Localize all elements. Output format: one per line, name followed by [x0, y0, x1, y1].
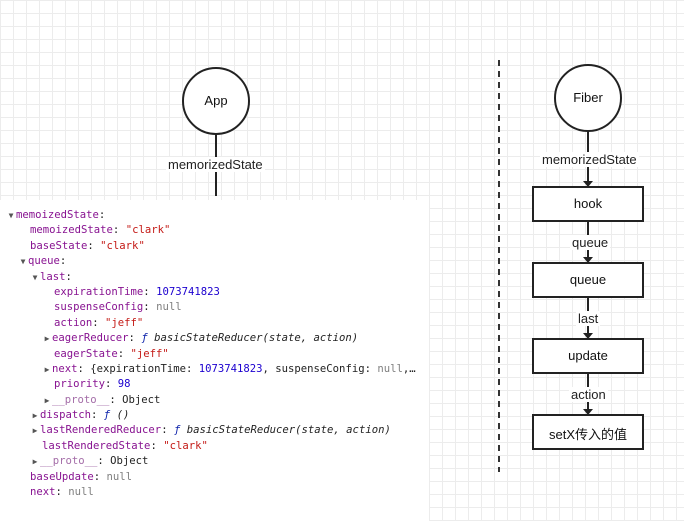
collapsed-triangle-icon[interactable]: ▶: [32, 411, 38, 421]
app-edge-label: memorizedState: [166, 157, 265, 172]
tree-row-proto-inner[interactable]: ▶__proto__: Object: [0, 393, 429, 408]
tree-row-baseupdate: baseUpdate: null: [30, 470, 133, 483]
tree-row-next: next: null: [30, 486, 94, 499]
update-box-label: update: [568, 348, 608, 363]
arrowhead-hook: [583, 181, 593, 187]
hook-box: [532, 186, 644, 222]
tree-row-eagerstate: eagerState: "jeff": [54, 347, 169, 360]
tree-row-basestate: baseState: "clark": [30, 239, 145, 252]
update-box: [532, 338, 644, 374]
arrowhead-value: [583, 409, 593, 415]
collapsed-triangle-icon[interactable]: ▶: [44, 334, 50, 344]
tree-row-memoizedstate: memoizedState: "clark": [30, 224, 171, 237]
queue-box: [532, 262, 644, 298]
collapsed-triangle-icon[interactable]: ▶: [32, 457, 38, 467]
tree-row-lastrenderedstate: lastRenderedState: "clark": [42, 439, 208, 452]
collapsed-triangle-icon[interactable]: ▶: [44, 395, 50, 405]
tree-row-last[interactable]: ▼last:: [0, 270, 429, 285]
edge-label-action: action: [569, 387, 608, 402]
arrowhead-queue: [583, 257, 593, 263]
tree-row-priority: priority: 98: [54, 378, 131, 391]
tree-row-lastrenderedreducer[interactable]: ▶lastRenderedReducer: ƒ basicStateReduce…: [0, 423, 429, 438]
fiber-node-label: Fiber: [573, 90, 603, 105]
tree-row-next-preview[interactable]: ▶next: {expirationTime: 1073741823, susp…: [0, 362, 429, 377]
tree-row-eagerreducer[interactable]: ▶eagerReducer: ƒ basicStateReducer(state…: [0, 331, 429, 346]
collapsed-triangle-icon[interactable]: ▶: [32, 426, 38, 436]
devtools-object-inspector: ▼memoizedState: memoizedState: "clark" b…: [0, 200, 429, 521]
collapsed-triangle-icon[interactable]: ▶: [44, 364, 50, 374]
edge-label-last: last: [576, 311, 601, 326]
fiber-edge-label: memorizedState: [540, 152, 639, 167]
tree-row-expirationtime: expirationTime: 1073741823: [54, 285, 220, 298]
expanded-triangle-icon[interactable]: ▼: [20, 257, 26, 267]
edge-label-queue: queue: [570, 235, 611, 250]
tree-row-suspenseconfig: suspenseConfig: null: [54, 301, 182, 314]
expanded-triangle-icon[interactable]: ▼: [32, 272, 38, 282]
tree-row-queue[interactable]: ▼queue:: [0, 254, 429, 269]
setx-value-label: setX传入的值: [548, 427, 627, 442]
setx-value-box: [532, 414, 644, 450]
app-node-label: App: [204, 93, 228, 108]
tree-row-dispatch[interactable]: ▶dispatch: ƒ (): [0, 408, 429, 423]
arrowhead-update: [583, 333, 593, 339]
tree-row-root[interactable]: ▼memoizedState:: [0, 208, 429, 223]
tree-row-proto-queue[interactable]: ▶__proto__: Object: [0, 454, 429, 469]
queue-box-label: queue: [569, 272, 607, 287]
hook-box-label: hook: [573, 196, 603, 211]
tree-row-action: action: "jeff": [54, 316, 144, 329]
expanded-triangle-icon[interactable]: ▼: [8, 211, 14, 220]
